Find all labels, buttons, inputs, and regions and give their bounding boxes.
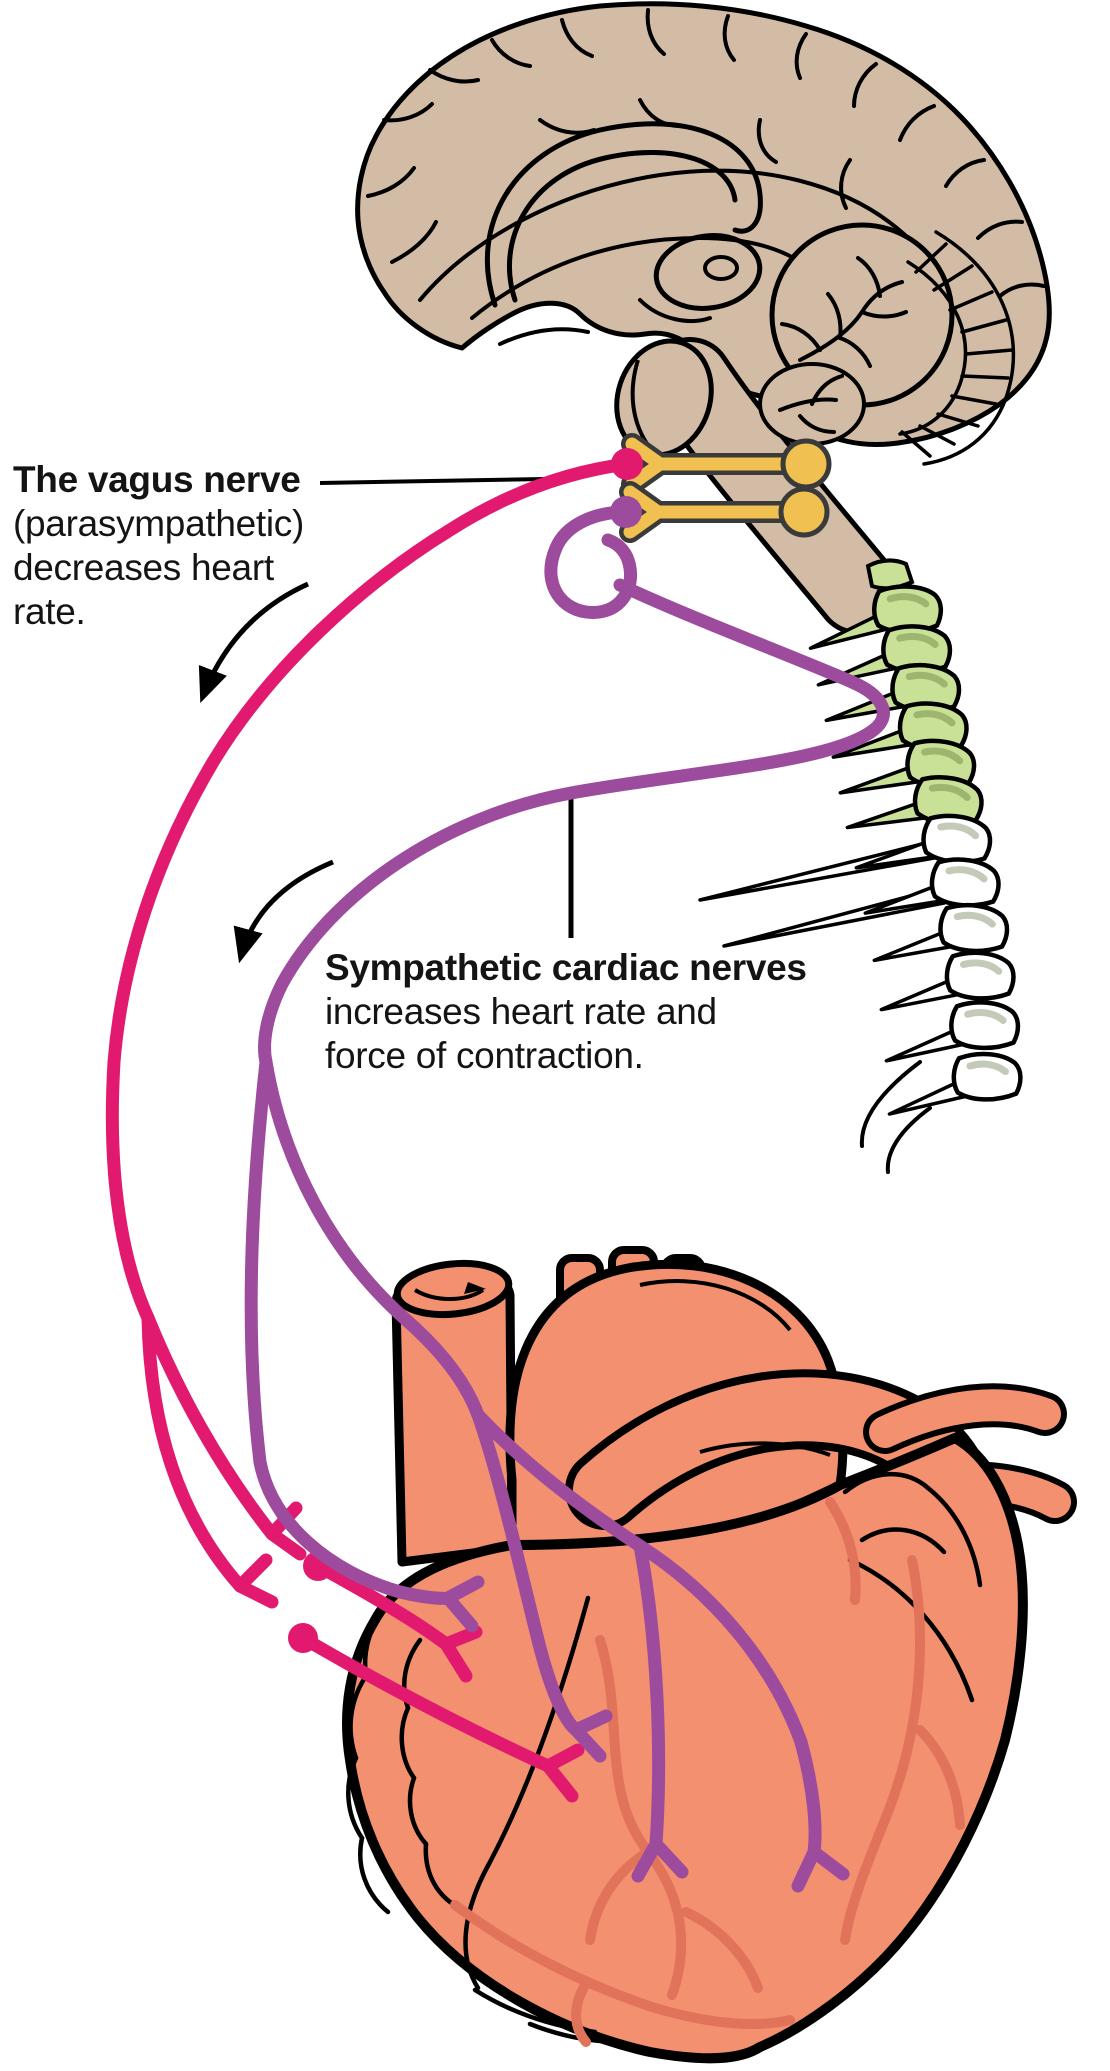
sympathetic-label-line2: increases heart rate and (325, 991, 717, 1032)
sympathetic-preganglionic-neuron (619, 481, 830, 543)
sympathetic-subbranch-b2 (633, 1539, 850, 1893)
sympathetic-nerve-path (244, 505, 890, 1893)
preganglionic-neuron-symbols (619, 433, 832, 543)
thoracic-vertebrae-white (698, 795, 1024, 1174)
sympathetic-label-title: Sympathetic cardiac nerves (325, 947, 807, 988)
vagus-branch-1 (141, 1311, 307, 1561)
sympathetic-branch-right (259, 1055, 485, 1422)
vagus-trunk (105, 457, 634, 1325)
spinal-column-illustration (698, 558, 1024, 1174)
vagus-label-line2: (parasympathetic) (13, 503, 305, 544)
vagus-origin-dot (611, 448, 643, 480)
vagus-label-line4: rate. (13, 591, 86, 632)
vagus-preganglionic-neuron (621, 433, 832, 495)
sympathetic-subbranch-b1 (631, 1539, 689, 1883)
heart-surface-lines (346, 1472, 983, 2045)
sympathetic-label: Sympathetic cardiac nerves increases hea… (325, 946, 807, 1078)
sympathetic-subbranch-b (471, 1408, 647, 1553)
sympathetic-branch-left (244, 1055, 485, 1633)
vagus-branch-2 (141, 1311, 279, 1609)
sympathetic-trunk (258, 578, 890, 1069)
vagus-ganglion-dot-2 (288, 1623, 318, 1653)
vagus-leader-line (319, 477, 546, 485)
brain-illustration (355, 1, 1052, 635)
vagus-label: The vagus nerve (parasympathetic) decrea… (13, 458, 304, 634)
sympathetic-subbranch-a (471, 1408, 613, 1763)
annotation-lines (198, 477, 574, 964)
coronary-vessels (450, 1497, 965, 2047)
cerebellum-striped-band (898, 230, 1016, 466)
heart-illustration (342, 1246, 1077, 2064)
vagus-postganglionic-2 (296, 1631, 585, 1803)
vagus-direction-arrow (198, 581, 310, 703)
sympathetic-direction-arrow (233, 859, 334, 964)
arbor-vitae-lines (778, 256, 908, 434)
sympathetic-label-line3: force of contraction. (325, 1035, 644, 1076)
vagus-label-title: The vagus nerve (13, 459, 301, 500)
sympathetic-origin-dot (610, 496, 642, 528)
sympathetic-loop (544, 505, 638, 619)
vagus-nerve-path (105, 457, 634, 1803)
vagus-postganglionic-1 (311, 1559, 483, 1683)
sulci-lines (366, 8, 1046, 346)
vagus-label-line3: decreases heart (13, 547, 274, 588)
